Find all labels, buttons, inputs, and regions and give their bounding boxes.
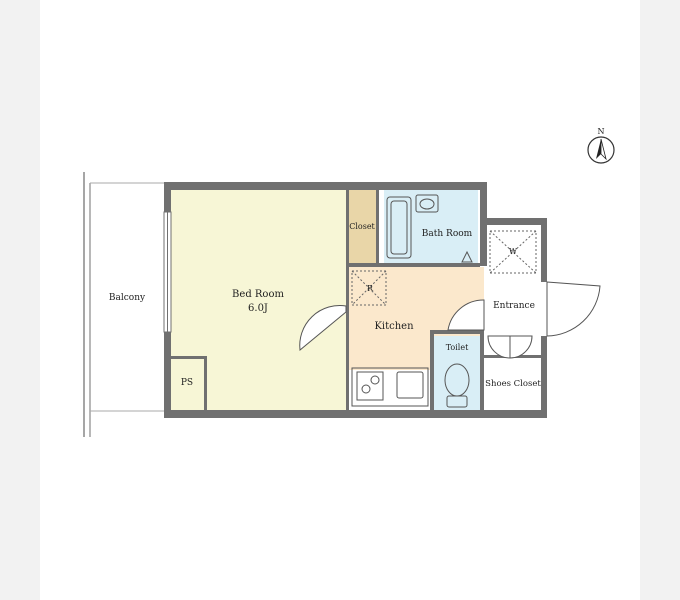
wall-top-entrance (480, 218, 547, 225)
wall-ps-top (171, 356, 206, 359)
kitchen-label: Kitchen (374, 321, 414, 332)
entrance-door (546, 281, 601, 337)
shoes-closet-door-right (509, 335, 533, 359)
wall-right-lower (541, 336, 547, 418)
shoes-closet-label: Shoes Closet (485, 379, 541, 389)
north-compass: N (587, 127, 615, 164)
wall-right-upper (541, 218, 547, 282)
wall-closet-bath (376, 190, 379, 263)
kitchen-counter (351, 367, 429, 407)
entrance-label: Entrance (493, 301, 535, 311)
compass-needle-left (596, 139, 601, 159)
wall-kitchen-top (349, 263, 480, 267)
ps-label: PS (181, 378, 193, 388)
bedroom-floor (171, 190, 346, 410)
washbasin (415, 194, 439, 213)
refrigerator-space (351, 270, 387, 306)
stove-burner-1 (361, 384, 371, 394)
toilet-door (447, 299, 485, 331)
wall-bedroom-right (346, 190, 349, 410)
washer-label: W (509, 247, 518, 256)
closet-floor (348, 190, 376, 263)
wall-bottom (164, 410, 547, 418)
sink (396, 371, 424, 399)
toilet-label: Toilet (446, 343, 469, 352)
wall-toilet-left (430, 330, 434, 410)
bath-door-step (461, 250, 473, 263)
toilet-fixture (444, 363, 470, 408)
refrigerator-label: R (367, 284, 374, 293)
bedroom-label: Bed Room (232, 289, 284, 300)
bath-floor (384, 190, 478, 263)
bathtub (386, 196, 412, 259)
balcony-area (83, 172, 164, 437)
wall-toilet-right (480, 330, 484, 410)
bedroom-size-label: 6.0J (248, 303, 268, 314)
doors (299, 281, 601, 359)
bath-label: Bath Room (422, 229, 473, 239)
stove (356, 371, 384, 401)
bedroom-door (299, 305, 347, 351)
closet-label: Closet (349, 222, 375, 231)
stove-burner-2 (370, 375, 380, 385)
shoes-closet-door-left (487, 335, 511, 359)
compass-north-label: N (598, 127, 605, 136)
wall-toilet-top (430, 330, 484, 334)
balcony-label: Balcony (109, 293, 146, 303)
toilet-floor (434, 336, 480, 410)
wall-ps-right (204, 356, 207, 410)
compass-needle-right (600, 138, 607, 161)
wall-top (164, 182, 487, 190)
